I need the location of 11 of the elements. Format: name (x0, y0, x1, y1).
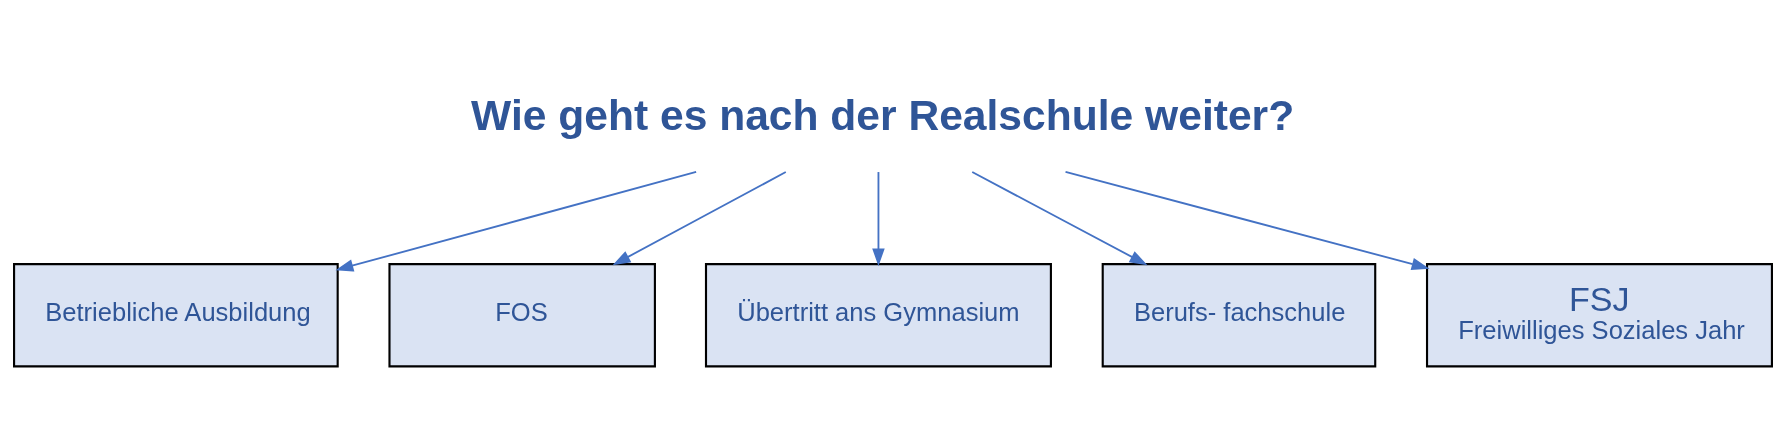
node-box: Übertritt ans Gymnasium (704, 263, 1052, 368)
node-box: Betriebliche Ausbildung (13, 263, 339, 368)
node-box: FSJ Freiwilliges Soziales Jahr (1425, 263, 1773, 368)
arrow (1064, 171, 1430, 271)
node-box: Berufs- fachschule (1101, 263, 1377, 368)
node-box: FOS (388, 263, 656, 368)
arrow (872, 171, 885, 267)
node-text: Wie geht es nach der Realschule weiter? (471, 91, 1295, 139)
arrow (612, 171, 787, 266)
arrow (971, 171, 1148, 266)
arrow (335, 171, 698, 272)
